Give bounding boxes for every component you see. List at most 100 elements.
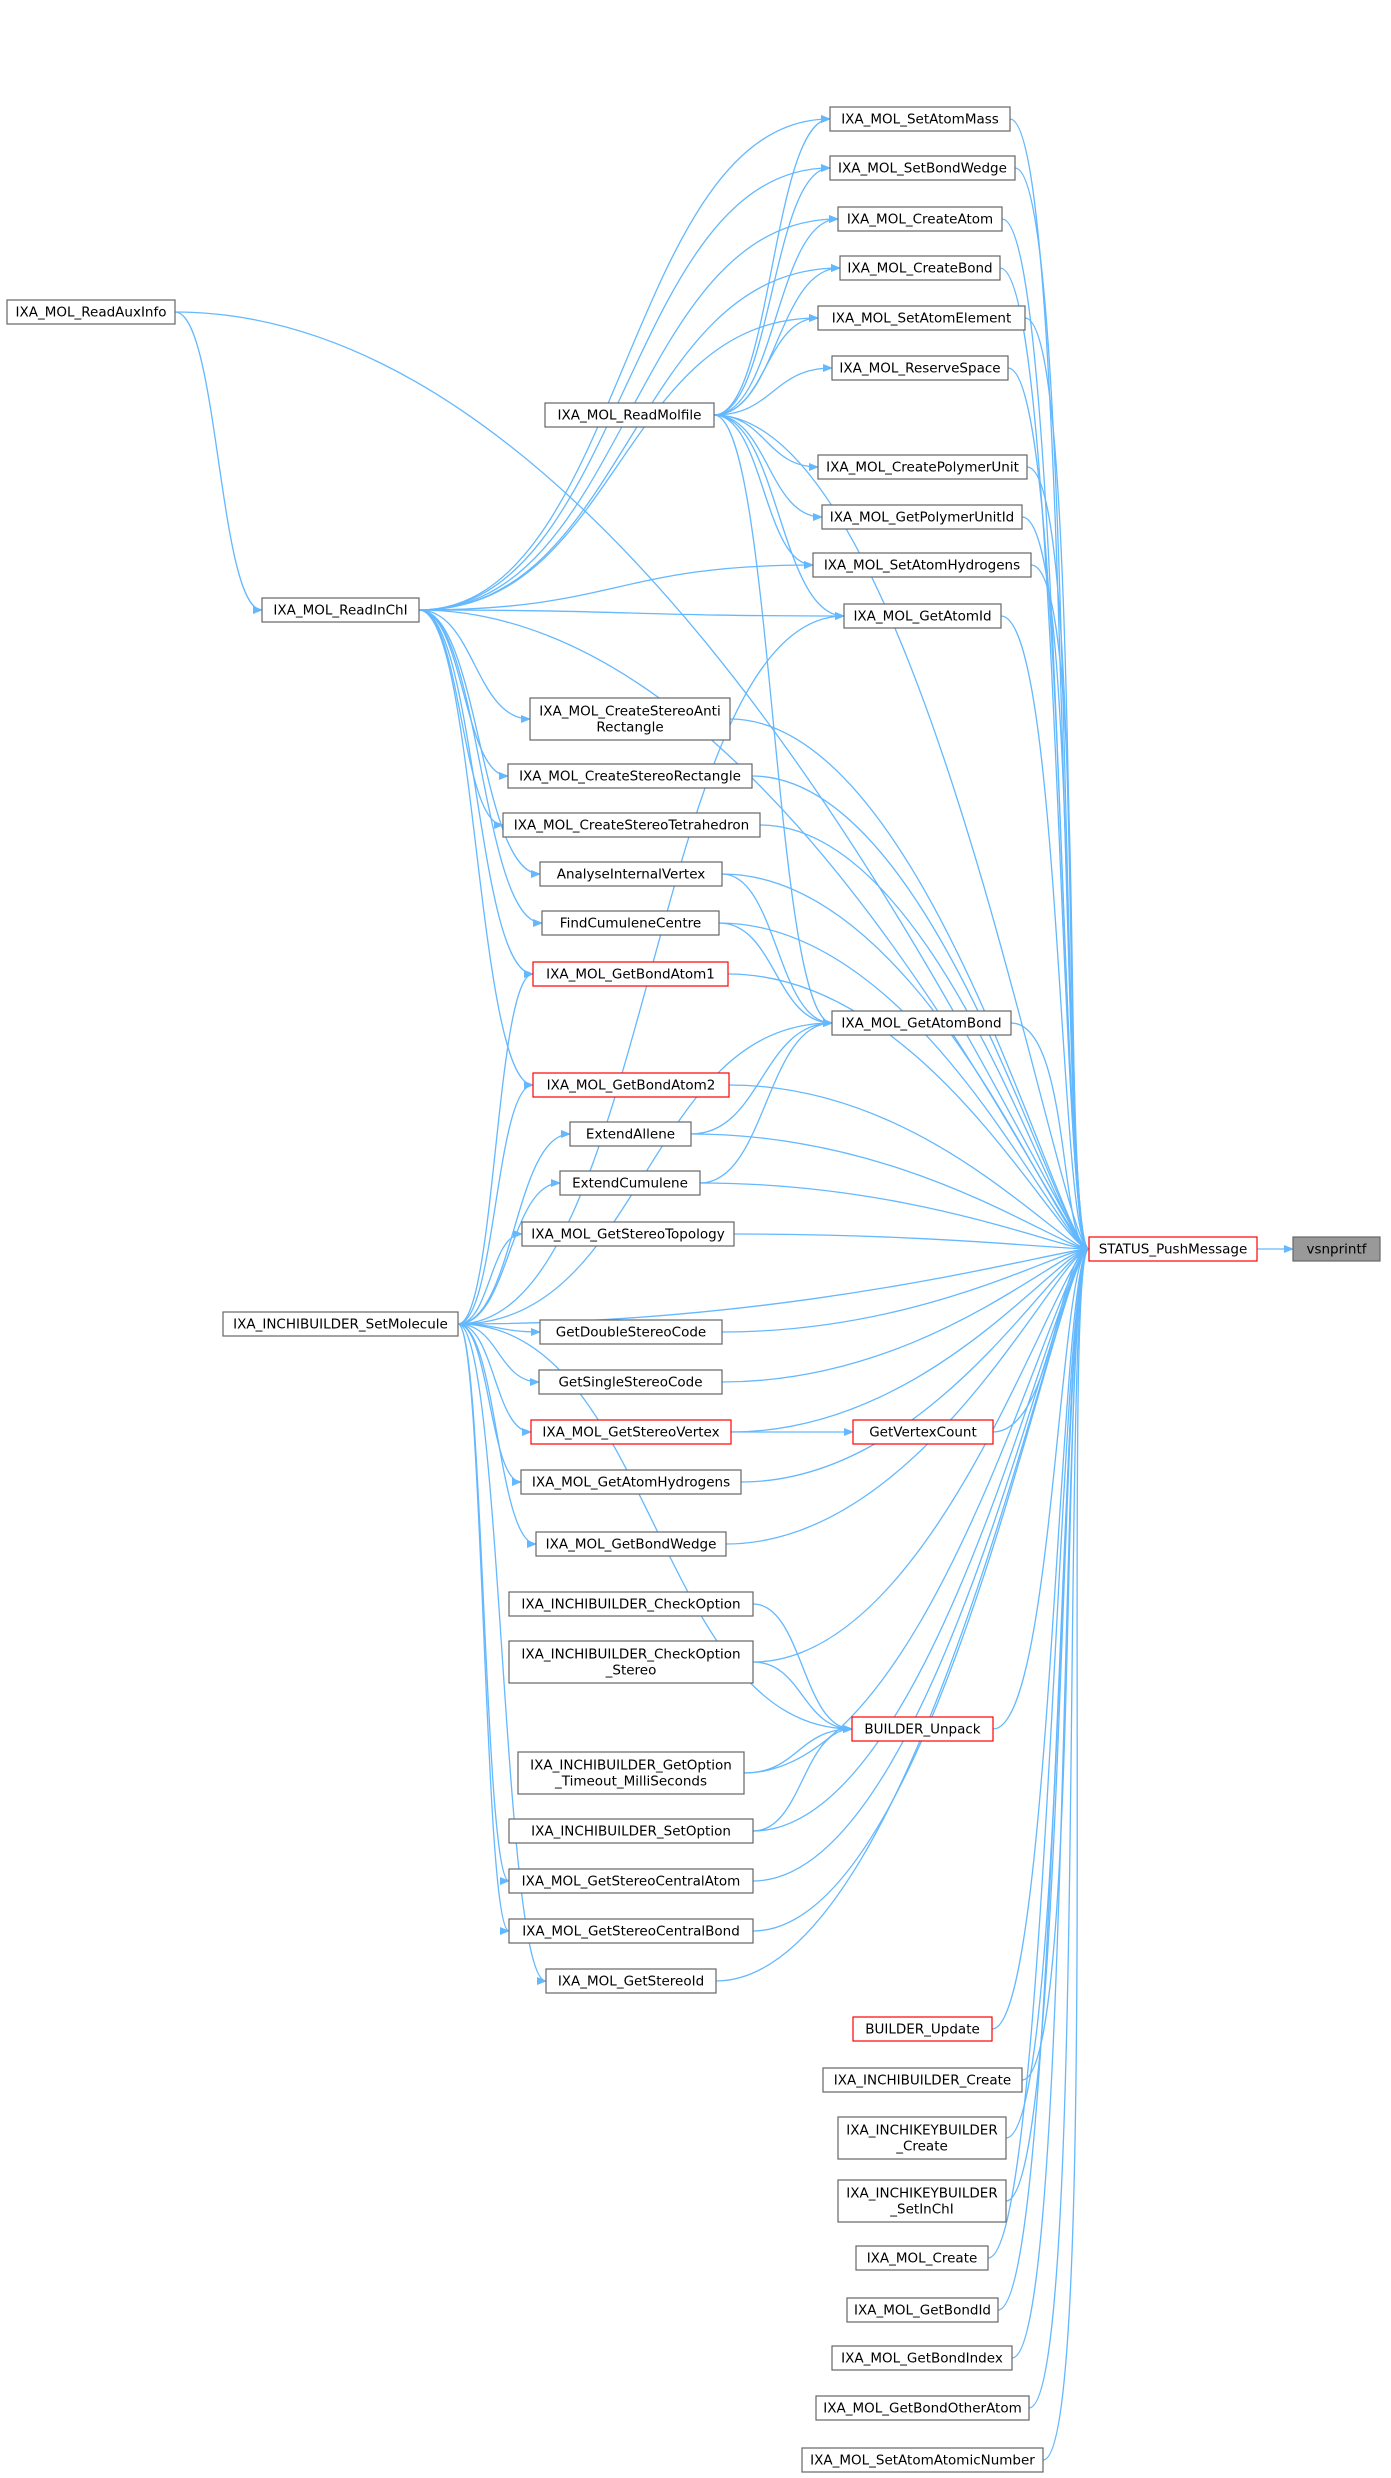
node-extendcum[interactable]: ExtendCumulene [559, 1170, 701, 1196]
node-readinchi[interactable]: IXA_MOL_ReadInChI [261, 597, 420, 623]
node-label-getatombond: IXA_MOL_GetAtomBond [841, 1016, 1001, 1032]
node-getatomid[interactable]: IXA_MOL_GetAtomId [843, 603, 1002, 629]
edge-setmolecule-to-unpack [457, 1323, 853, 1733]
node-label-centralatom: IXA_MOL_GetStereoCentralAtom [522, 1874, 741, 1890]
node-getbondother[interactable]: IXA_MOL_GetBondOtherAtom [815, 2395, 1030, 2421]
node-setoption[interactable]: IXA_INCHIBUILDER_SetOption [508, 1818, 754, 1844]
edge-getatomh-to-push [740, 1245, 1090, 1483]
node-stereoid[interactable]: IXA_MOL_GetStereoId [545, 1968, 717, 1994]
node-createbond[interactable]: IXA_MOL_CreateBond [839, 255, 1001, 281]
node-stereotopo[interactable]: IXA_MOL_GetStereoTopology [521, 1221, 735, 1247]
edge-builderupdate-to-push [991, 1245, 1090, 2030]
node-label-getbondother: IXA_MOL_GetBondOtherAtom [823, 2401, 1022, 2417]
edge-readinchi-to-setatommass [418, 115, 831, 611]
node-box-setbondwedge [829, 155, 1016, 181]
node-molcreate[interactable]: IXA_MOL_Create [855, 2245, 989, 2271]
edge-stereovertex-to-push [730, 1245, 1090, 1433]
node-label-checkoptstereo-line2: _Stereo [605, 1663, 657, 1679]
node-label-auxinfo: IXA_MOL_ReadAuxInfo [15, 305, 166, 321]
node-createpolymer[interactable]: IXA_MOL_CreatePolymerUnit [817, 454, 1028, 480]
node-checkoption[interactable]: IXA_INCHIBUILDER_CheckOption [508, 1591, 754, 1617]
node-box-checkoption [508, 1591, 754, 1617]
node-box-antirect [529, 697, 731, 741]
node-getbondwedge[interactable]: IXA_MOL_GetBondWedge [535, 1531, 727, 1557]
node-doublestereo[interactable]: GetDoubleStereoCode [539, 1319, 723, 1345]
node-readmolfile[interactable]: IXA_MOL_ReadMolfile [544, 402, 715, 428]
node-stereorect[interactable]: IXA_MOL_CreateStereoRectangle [507, 763, 753, 789]
edge-setmolecule-to-bondatom2 [457, 1081, 534, 1325]
node-singlestereo[interactable]: GetSingleStereoCode [538, 1369, 723, 1395]
edge-setmolecule-to-stereovertex [457, 1323, 532, 1436]
node-centralbond[interactable]: IXA_MOL_GetStereoCentralBond [508, 1918, 754, 1944]
node-label-createbond: IXA_MOL_CreateBond [847, 261, 992, 277]
node-setatomelement[interactable]: IXA_MOL_SetAtomElement [817, 305, 1026, 331]
node-extendallene[interactable]: ExtendAllene [569, 1121, 692, 1147]
node-setbondwedge[interactable]: IXA_MOL_SetBondWedge [829, 155, 1016, 181]
node-label-setatomatomic: IXA_MOL_SetAtomAtomicNumber [810, 2453, 1035, 2469]
edge-readinchi-to-stereotetra [418, 609, 504, 829]
edge-setmolecule-to-extendallene [457, 1130, 571, 1325]
edge-readinchi-to-setbondwedge [418, 164, 831, 611]
node-findcum[interactable]: FindCumuleneCentre [541, 910, 720, 936]
node-bondatom1[interactable]: IXA_MOL_GetBondAtom1 [532, 961, 729, 987]
node-label-getbondindex: IXA_MOL_GetBondIndex [841, 2351, 1003, 2367]
edge-readmolfile-to-setatommass [713, 115, 831, 416]
node-stereovertex[interactable]: IXA_MOL_GetStereoVertex [530, 1419, 732, 1445]
node-getbondid[interactable]: IXA_MOL_GetBondId [846, 2297, 999, 2323]
node-createatom[interactable]: IXA_MOL_CreateAtom [837, 206, 1003, 232]
node-getatomh[interactable]: IXA_MOL_GetAtomHydrogens [520, 1469, 742, 1495]
edges-layer [174, 115, 1294, 2461]
node-box-checkoptstereo [508, 1640, 754, 1684]
node-getoptiontimeout[interactable]: IXA_INCHIBUILDER_GetOption_Timeout_Milli… [517, 1751, 745, 1795]
edge-bondatom1-to-push [727, 973, 1090, 1253]
node-analyse[interactable]: AnalyseInternalVertex [539, 861, 723, 887]
node-auxinfo[interactable]: IXA_MOL_ReadAuxInfo [6, 299, 176, 325]
node-builderupdate[interactable]: BUILDER_Update [852, 2016, 993, 2042]
node-label-stereorect: IXA_MOL_CreateStereoRectangle [519, 769, 741, 785]
node-reservespace[interactable]: IXA_MOL_ReserveSpace [831, 355, 1009, 381]
node-stereotetra[interactable]: IXA_MOL_CreateStereoTetrahedron [502, 812, 761, 838]
node-box-setatomh [812, 552, 1032, 578]
edge-centralatom-to-push [752, 1245, 1090, 1882]
node-label-findcum: FindCumuleneCentre [560, 916, 701, 932]
node-vsnprintf[interactable]: vsnprintf [1292, 1236, 1381, 1262]
edge-readinchi-to-bondatom1 [418, 609, 534, 978]
node-setatomh[interactable]: IXA_MOL_SetAtomHydrogens [812, 552, 1032, 578]
node-box-keybuilderc [837, 2116, 1007, 2160]
node-bondatom2[interactable]: IXA_MOL_GetBondAtom2 [532, 1072, 730, 1098]
node-box-setatomelement [817, 305, 1026, 331]
node-keysetinchi[interactable]: IXA_INCHIKEYBUILDER_SetInChI [837, 2179, 1007, 2223]
node-label-analyse: AnalyseInternalVertex [557, 867, 706, 883]
node-setatommass[interactable]: IXA_MOL_SetAtomMass [829, 106, 1011, 132]
node-getpolymerid[interactable]: IXA_MOL_GetPolymerUnitId [821, 504, 1023, 530]
edge-stereotetra-to-push [759, 824, 1090, 1253]
edge-extendcum-to-push [699, 1182, 1090, 1253]
node-label-unpack: BUILDER_Unpack [864, 1722, 980, 1738]
edge-findcum-to-getatombond [718, 922, 833, 1027]
node-label-keybuilderc-line1: IXA_INCHIKEYBUILDER [846, 2123, 997, 2139]
node-setmolecule[interactable]: IXA_INCHIBUILDER_SetMolecule [222, 1311, 459, 1337]
node-box-getbondother [815, 2395, 1030, 2421]
node-label-setmolecule: IXA_INCHIBUILDER_SetMolecule [233, 1317, 448, 1333]
node-label-bondatom2: IXA_MOL_GetBondAtom2 [547, 1078, 716, 1094]
edge-readmolfile-to-push [713, 414, 1090, 1253]
node-box-builderupdate [852, 2016, 993, 2042]
node-label-builderc: IXA_INCHIBUILDER_Create [834, 2073, 1011, 2089]
node-vertexcount[interactable]: GetVertexCount [852, 1419, 994, 1445]
node-setatomatomic[interactable]: IXA_MOL_SetAtomAtomicNumber [801, 2447, 1044, 2473]
edge-extendcum-to-getatombond [699, 1019, 833, 1184]
node-builderc[interactable]: IXA_INCHIBUILDER_Create [822, 2067, 1023, 2093]
node-push[interactable]: STATUS_PushMessage [1088, 1236, 1258, 1262]
node-checkoptstereo[interactable]: IXA_INCHIBUILDER_CheckOption_Stereo [508, 1640, 754, 1684]
node-keybuilderc[interactable]: IXA_INCHIKEYBUILDER_Create [837, 2116, 1007, 2160]
node-label-checkoptstereo-line1: IXA_INCHIBUILDER_CheckOption [521, 1647, 740, 1663]
node-centralatom[interactable]: IXA_MOL_GetStereoCentralAtom [508, 1868, 754, 1894]
node-getatombond[interactable]: IXA_MOL_GetAtomBond [831, 1010, 1012, 1036]
edge-readmolfile-to-createpolymer [713, 414, 819, 471]
edge-stereoid-to-push [715, 1245, 1090, 1982]
node-label-push: STATUS_PushMessage [1099, 1242, 1248, 1258]
node-unpack[interactable]: BUILDER_Unpack [851, 1716, 994, 1742]
node-getbondindex[interactable]: IXA_MOL_GetBondIndex [831, 2345, 1013, 2371]
node-box-getoptiontimeout [517, 1751, 745, 1795]
